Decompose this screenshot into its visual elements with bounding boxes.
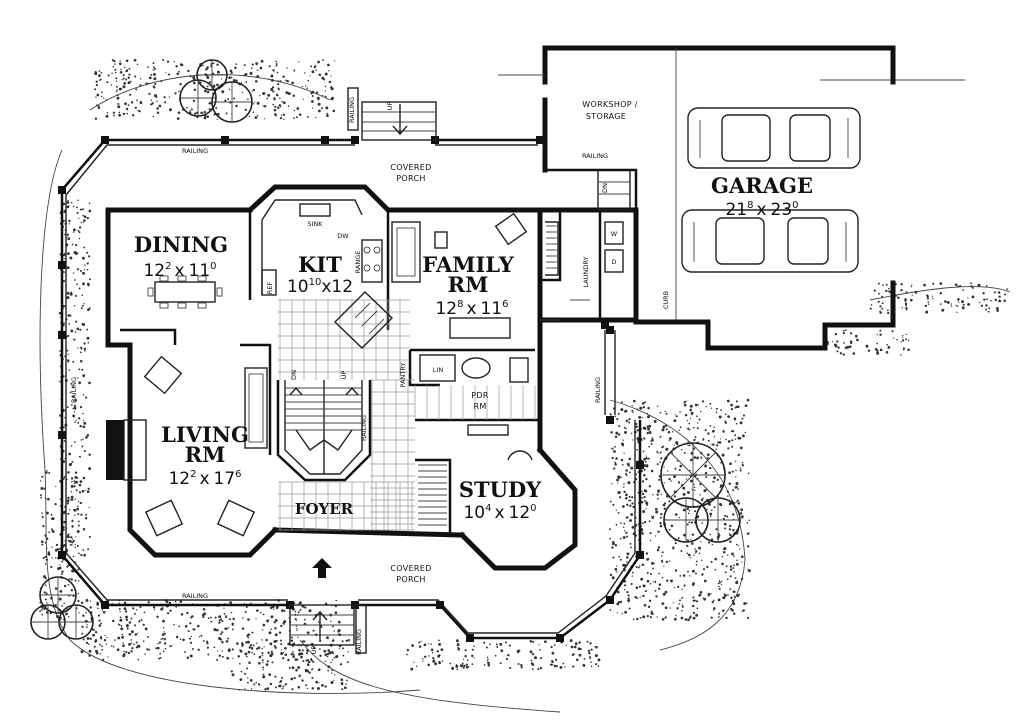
family-room-name-line2: RM [448, 272, 489, 297]
porch-post [101, 136, 109, 144]
living-room-name-line2: RM [185, 442, 226, 467]
garage: CURB [498, 45, 896, 351]
porch-post [58, 331, 66, 339]
ref-label: REF [266, 282, 274, 295]
bottom-steps-up-label: UP [310, 646, 318, 655]
porch-post [101, 601, 109, 609]
top-steps-up-label: UP [386, 102, 394, 111]
tile-floor [278, 299, 536, 531]
railing-label-bottom: RAILING [182, 592, 208, 600]
porch-post [351, 601, 359, 609]
covered-porch-top-line2: PORCH [396, 174, 425, 183]
stair-railing-label: RAILING [360, 415, 368, 441]
porch-post [58, 431, 66, 439]
exterior-walls [105, 184, 639, 571]
porch-post [221, 136, 229, 144]
tree-cluster-right [660, 442, 741, 543]
range-label: RANGE [354, 251, 362, 274]
porch-post [606, 326, 614, 334]
workshop-line1: WORKSHOP / [582, 100, 637, 109]
stair-dn-label: DN [290, 370, 298, 380]
sink-label: SINK [307, 220, 323, 228]
laundry-label: LAUNDRY [582, 257, 590, 288]
wraparound-porch: UP RAILING RAILING UP RAILING RAILING RA… [58, 87, 644, 655]
porch-post [606, 596, 614, 604]
curb-label: CURB [662, 291, 670, 309]
car-top [687, 107, 861, 169]
garage-name: GARAGE [711, 173, 813, 198]
porch-post [436, 601, 444, 609]
top-steps-railing-label: RAILING [348, 97, 356, 123]
washer-label: W [611, 230, 618, 238]
covered-porch-bottom-line2: PORCH [396, 575, 425, 584]
bottom-steps-railing-label: RAILING [355, 629, 363, 655]
railing-label-garage: RAILING [582, 152, 608, 160]
dining-table [147, 275, 223, 309]
railing-label-right: RAILING [594, 377, 602, 403]
stair-hall: DN UP RAILING [276, 370, 372, 482]
study-name: STUDY [459, 477, 542, 502]
porch-post [58, 186, 66, 194]
covered-porch-top-line1: COVERED [390, 163, 431, 172]
stair-up-label: UP [340, 371, 348, 380]
covered-porch-bottom-line1: COVERED [390, 564, 431, 573]
bottom-porch-steps: RAILING UP [289, 604, 367, 655]
porch-post [556, 634, 564, 642]
kitchen-size: 1010x12 [287, 277, 353, 297]
tree-cluster-bottom [30, 576, 94, 640]
entry-arrow [312, 558, 332, 578]
porch-post [58, 551, 66, 559]
kitchen-name: KIT [298, 252, 342, 277]
top-porch-steps: UP RAILING [347, 87, 437, 141]
porch-post [606, 416, 614, 424]
porch-post [466, 634, 474, 642]
powder-room-line1: PDR [471, 391, 489, 400]
living-room-name-line1: LIVING [161, 422, 249, 447]
porch-post [321, 136, 329, 144]
porch-post [351, 136, 359, 144]
porch-post [636, 551, 644, 559]
powder-room-line2: RM [473, 402, 486, 411]
dryer-label: D [611, 258, 616, 266]
tree-cluster-top [179, 59, 253, 123]
pantry-label: PANTRY [399, 363, 407, 388]
railing-label-top: RAILING [182, 147, 208, 155]
railing-label-left: RAILING [70, 377, 78, 403]
porch-post [601, 321, 609, 329]
workshop-line2: STORAGE [586, 112, 626, 121]
interior-walls [120, 208, 602, 535]
landscaping [30, 58, 1011, 713]
dw-label: DW [337, 232, 349, 240]
porch-post [58, 261, 66, 269]
porch-post [536, 136, 544, 144]
dining-room-name: DINING [134, 232, 228, 257]
lin-label: LIN [433, 366, 444, 374]
foyer-name: FOYER [295, 500, 354, 518]
fixtures: REF SINK DW RANGE LIN PANTRY [106, 169, 631, 537]
car-bottom [681, 209, 859, 273]
family-room-name-line1: FAMILY [422, 252, 514, 277]
garage-steps-dn-label: DN [601, 183, 609, 193]
porch-post [636, 461, 644, 469]
